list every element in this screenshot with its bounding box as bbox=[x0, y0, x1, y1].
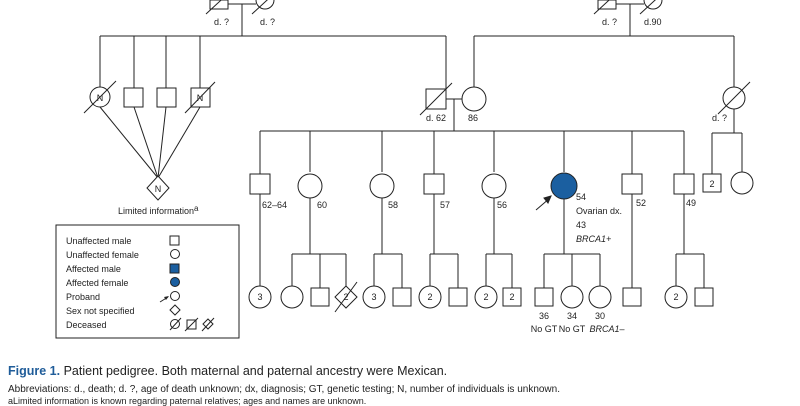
figure-caption-text: Patient pedigree. Both maternal and pate… bbox=[63, 364, 448, 378]
proband-child-age: 30 bbox=[595, 311, 605, 321]
footnote: aLimited information is known regarding … bbox=[8, 396, 367, 406]
grandparent-right-death-label: d.90 bbox=[644, 17, 662, 27]
legend-label-unaffected-male: Unaffected male bbox=[66, 236, 131, 246]
legend-label-proband: Proband bbox=[66, 292, 100, 302]
proband-arrow-icon bbox=[159, 291, 180, 303]
square-filled-icon bbox=[169, 263, 180, 274]
proband-diagnosis-age: 43 bbox=[576, 220, 586, 230]
pedigree-chart: d. ? d. ? d. ? d.90 N N N Limited inform… bbox=[55, 0, 754, 339]
legend-label-affected-female: Affected female bbox=[66, 278, 128, 288]
unknown-number-marker: N bbox=[155, 184, 162, 194]
grandchild-count: 3 bbox=[371, 292, 376, 302]
grandchild-count: 2 bbox=[483, 292, 488, 302]
legend: Unaffected male Unaffected female Affect… bbox=[66, 235, 215, 332]
legend-label-sex-not-specified: Sex not specified bbox=[66, 306, 135, 316]
unknown-number-marker: N bbox=[97, 93, 104, 103]
abbreviations: Abbreviations: d., death; d. ?, age of d… bbox=[8, 384, 560, 395]
sibling-age-label: 57 bbox=[440, 200, 450, 210]
circle-open-icon bbox=[170, 249, 180, 259]
square-open-icon bbox=[169, 235, 180, 246]
grandparent-left-death-label: d. ? bbox=[214, 17, 229, 27]
figure-caption: Figure 1. Patient pedigree. Both materna… bbox=[8, 364, 798, 378]
grandchild-count: 2 bbox=[509, 292, 514, 302]
limited-info-label: Limited informationa bbox=[118, 204, 199, 216]
deceased-symbols-icon bbox=[169, 317, 215, 332]
legend-label-deceased: Deceased bbox=[66, 320, 107, 330]
proband-genetic-result: BRCA1+ bbox=[576, 234, 611, 244]
sibling-age-label: 58 bbox=[388, 200, 398, 210]
grandchild-count: 2 bbox=[673, 292, 678, 302]
aunt-children-count: 2 bbox=[709, 179, 714, 189]
proband-age-label: 54 bbox=[576, 192, 586, 202]
diamond-icon bbox=[169, 304, 181, 316]
sibling-age-label: 62–64 bbox=[262, 200, 287, 210]
genetic-testing-label: No GT bbox=[531, 324, 558, 334]
sibling-age-label: 52 bbox=[636, 198, 646, 208]
figure-label: Figure 1. bbox=[8, 364, 61, 378]
grandchild-count: 3 bbox=[257, 292, 262, 302]
grandparent-left-death-label: d. ? bbox=[260, 17, 275, 27]
proband-child-age: 36 bbox=[539, 311, 549, 321]
genetic-testing-label: BRCA1– bbox=[589, 324, 625, 334]
sibling-age-label: 49 bbox=[686, 198, 696, 208]
grandchild-count: 2 bbox=[427, 292, 432, 302]
sibling-age-label: 60 bbox=[317, 200, 327, 210]
sibling-age-label: 56 bbox=[497, 200, 507, 210]
grandchild-count: 2 bbox=[343, 292, 348, 302]
grandparent-right-death-label: d. ? bbox=[602, 17, 617, 27]
father-death-label: d. 62 bbox=[426, 113, 446, 123]
legend-label-unaffected-female: Unaffected female bbox=[66, 250, 139, 260]
circle-filled-icon bbox=[170, 277, 180, 287]
mother-age-label: 86 bbox=[468, 113, 478, 123]
unknown-number-marker: N bbox=[197, 93, 204, 103]
legend-label-affected-male: Affected male bbox=[66, 264, 121, 274]
proband-child-age: 34 bbox=[567, 311, 577, 321]
proband-diagnosis: Ovarian dx. bbox=[576, 206, 622, 216]
genetic-testing-label: No GT bbox=[559, 324, 586, 334]
aunt-death-label: d. ? bbox=[712, 113, 727, 123]
